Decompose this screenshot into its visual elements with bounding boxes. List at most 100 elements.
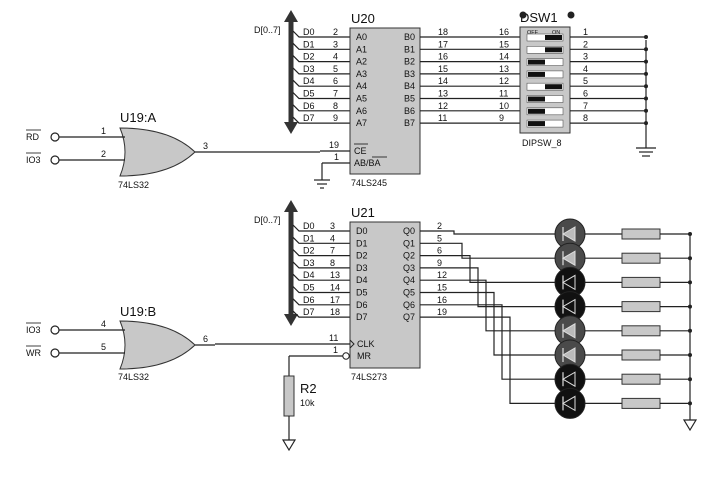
u21-left-pin-label: D7 [356, 312, 368, 322]
bottom-bus-label: D[0..7] [254, 215, 281, 225]
top-bus-wires [292, 30, 350, 124]
u20-left-pin-label: A5 [356, 94, 367, 104]
u21-ref: U21 [351, 205, 375, 220]
u19b-gate [119, 320, 196, 370]
bus-entry-wire [292, 42, 350, 50]
bus-entry-wire [292, 67, 350, 75]
bus-net-label: D7 [303, 307, 315, 317]
bus-net-label: D7 [303, 113, 315, 123]
bus-net-label: D1 [303, 233, 315, 243]
u19a-in1-pin: 1 [101, 126, 106, 136]
dsw-off-label: OFF [527, 30, 539, 36]
u21-right-pin-num: 6 [437, 246, 442, 256]
u19a-in1-terminal[interactable] [50, 132, 60, 142]
u20-left-pin-label: A1 [356, 44, 367, 54]
dsw-pin-marker-left-icon [519, 11, 527, 19]
u21-clk-triangle-icon [349, 339, 355, 349]
dsw-knob[interactable] [528, 71, 545, 77]
u20-right-pin-num: 17 [438, 39, 448, 49]
u20-right-pin-label: B4 [404, 81, 415, 91]
u21-right-pin-label: Q4 [403, 275, 415, 285]
u20-left-pin-num: 3 [333, 39, 338, 49]
dsw-knob[interactable] [528, 96, 545, 102]
u21-right-pin-num: 12 [437, 270, 447, 280]
dsw-right-pin-num: 8 [583, 113, 588, 123]
bottom-bus-wires [292, 224, 350, 318]
bus-net-label: D5 [303, 283, 315, 293]
q-to-led-wire [420, 242, 555, 259]
junction-dot [644, 35, 648, 39]
bottom-bus-arrow [284, 200, 298, 326]
led-resistor [621, 397, 661, 409]
u21-left-pin-num: 17 [330, 295, 340, 305]
u20-right-pin-label: B6 [404, 106, 415, 116]
u20-left-pin-num: 7 [333, 89, 338, 99]
u20-ground-icon [314, 179, 330, 189]
u19b-in1-label: IO3 [26, 325, 41, 335]
r2-ref: R2 [300, 381, 317, 396]
dsw-knob[interactable] [528, 108, 545, 114]
bus-entry-wire [292, 79, 350, 87]
u20-ce-label: CE [354, 146, 367, 156]
dsw-right-pin-num: 4 [583, 64, 588, 74]
u19b-in1-terminal[interactable] [50, 325, 60, 335]
u20-right-pin-num: 18 [438, 27, 448, 37]
u20-right-pin-label: B5 [404, 94, 415, 104]
dsw-knob[interactable] [528, 59, 545, 65]
u21-left-pin-num: 3 [330, 221, 335, 231]
u21-right-pin-label: Q7 [403, 312, 415, 322]
dsw-on-label: ON [552, 30, 560, 36]
bus-net-label: D4 [303, 76, 315, 86]
u20-chip [349, 27, 421, 175]
bus-net-label: D3 [303, 64, 315, 74]
dsw-right-pin-num: 1 [583, 27, 588, 37]
u21-left-pin-num: 4 [330, 233, 335, 243]
u20-right-pin-label: B1 [404, 44, 415, 54]
u20-left-pin-label: A2 [356, 57, 367, 67]
dsw-knob[interactable] [545, 35, 562, 40]
u19a-ref: U19:A [120, 110, 156, 125]
u21-right-pin-label: Q2 [403, 251, 415, 261]
u20-right-pin-num: 13 [438, 89, 448, 99]
dsw-right-pin-num: 5 [583, 76, 588, 86]
u19a-in2-terminal[interactable] [50, 155, 60, 165]
u21-left-pin-label: D1 [356, 238, 368, 248]
u21-right-pin-num: 9 [437, 258, 442, 268]
bus-entry-wire [292, 261, 350, 269]
q-to-led-wire [420, 230, 555, 235]
dsw-left-pin-num: 9 [499, 113, 504, 123]
dsw-ground-icon [636, 147, 656, 157]
led-ground-icon [682, 419, 698, 432]
u21-left-pin-label: D4 [356, 275, 368, 285]
bus-net-label: D1 [303, 39, 315, 49]
u20-right-pin-num: 12 [438, 101, 448, 111]
dsw-switches[interactable] [526, 33, 564, 128]
dsw-left-pin-num: 10 [499, 101, 509, 111]
u20-left-pin-label: A4 [356, 81, 367, 91]
u20-right-pin-label: B0 [404, 32, 415, 42]
bus-entry-wire [292, 55, 350, 63]
u19b-in2-terminal[interactable] [50, 348, 60, 358]
bus-net-label: D5 [303, 89, 315, 99]
bus-entry-wire [292, 30, 350, 38]
u21-left-pin-label: D0 [356, 226, 368, 236]
bus-net-label: D2 [303, 246, 315, 256]
u20-left-pin-num: 9 [333, 113, 338, 123]
dsw-knob[interactable] [545, 47, 562, 53]
led-icon [554, 387, 586, 419]
u20-right-pin-num: 11 [438, 113, 447, 123]
dsw-left-pin-num: 14 [499, 52, 509, 62]
u21-mr-label: MR [357, 351, 371, 361]
u21-left-pin-num: 14 [330, 283, 340, 293]
dsw-right-pin-num: 7 [583, 101, 588, 111]
dsw-knob[interactable] [528, 121, 545, 127]
dsw-knob[interactable] [545, 84, 562, 90]
led-icon [554, 242, 586, 274]
r2-body [283, 375, 295, 417]
bus-entry-wire [292, 310, 350, 318]
u20-left-pin-num: 2 [333, 27, 338, 37]
led-resistor [621, 228, 661, 240]
